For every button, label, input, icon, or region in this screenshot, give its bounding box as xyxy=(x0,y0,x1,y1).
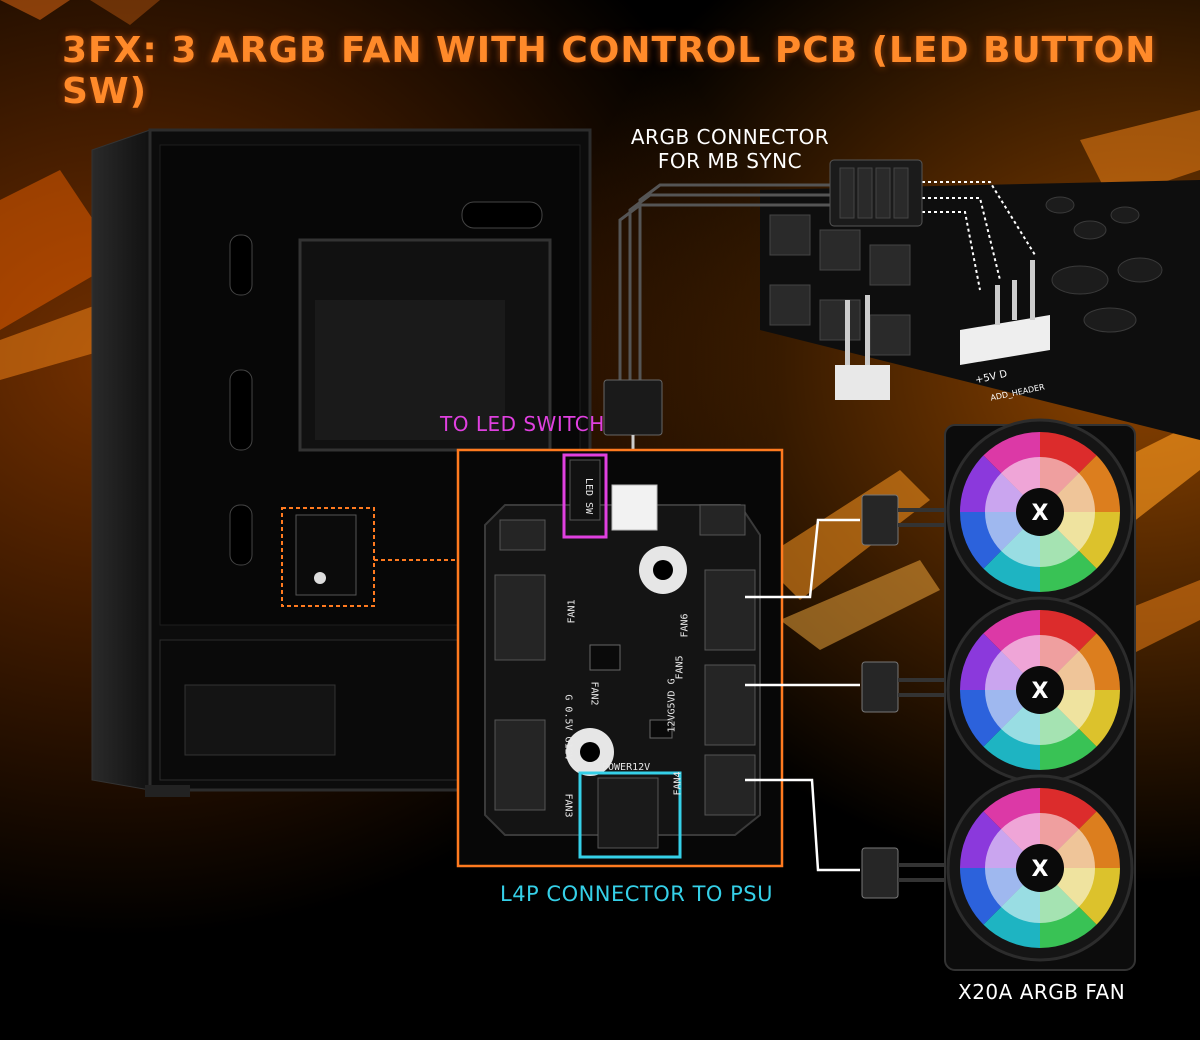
fan-plugs xyxy=(861,494,899,899)
argb-fan-1: X xyxy=(946,418,1134,606)
fan-model-label: X20A ARGB FAN xyxy=(958,980,1126,1004)
led-switch-box xyxy=(562,453,608,539)
pcb-fan2-marking: FAN2 xyxy=(588,681,600,706)
psu-connector-label: L4P CONNECTOR TO PSU xyxy=(500,882,773,906)
pcb-led-sw-marking: LED SW xyxy=(583,478,594,515)
pcb-fan2-pins-marking: G 0.5V G12V xyxy=(562,694,574,761)
pcb-zoom-panel xyxy=(456,448,784,868)
motherboard-detail xyxy=(760,159,1200,440)
pcb-fan6-marking: FAN6 xyxy=(679,613,691,638)
argb-connector-label: ARGB CONNECTOR FOR MB SYNC xyxy=(615,125,845,173)
pcb-power-marking: POWER12V xyxy=(602,762,651,773)
psu-connector-box xyxy=(578,771,682,859)
pcb-fan4-marking: FAN4 xyxy=(672,771,684,796)
fan-logo-1: X xyxy=(1032,501,1049,526)
argb-fan-3: X xyxy=(946,774,1134,962)
pcb-fan1-marking: FAN1 xyxy=(566,599,578,624)
fan-logo-2: X xyxy=(1032,679,1049,704)
page-title: 3FX: 3 ARGB FAN WITH CONTROL PCB (LED BU… xyxy=(62,30,1157,112)
fan-logo-3: X xyxy=(1032,857,1049,882)
fan-wires xyxy=(745,518,860,872)
pcb-fan3-marking: FAN3 xyxy=(562,793,574,818)
pcb-fan5-marking: FAN5 xyxy=(674,655,686,680)
argb-cable xyxy=(618,183,830,380)
pcb-highlight-box xyxy=(281,507,375,607)
argb-fan-2: X xyxy=(946,596,1134,784)
argb-connector-label-line2: FOR MB SYNC xyxy=(657,149,803,173)
pcb-fan5-pins-marking: 12VG5VD G xyxy=(666,678,678,733)
argb-connector-label-line1: ARGB CONNECTOR xyxy=(630,125,830,149)
led-switch-label: TO LED SWITCH xyxy=(440,412,605,436)
argb-cable-plug xyxy=(603,379,663,436)
